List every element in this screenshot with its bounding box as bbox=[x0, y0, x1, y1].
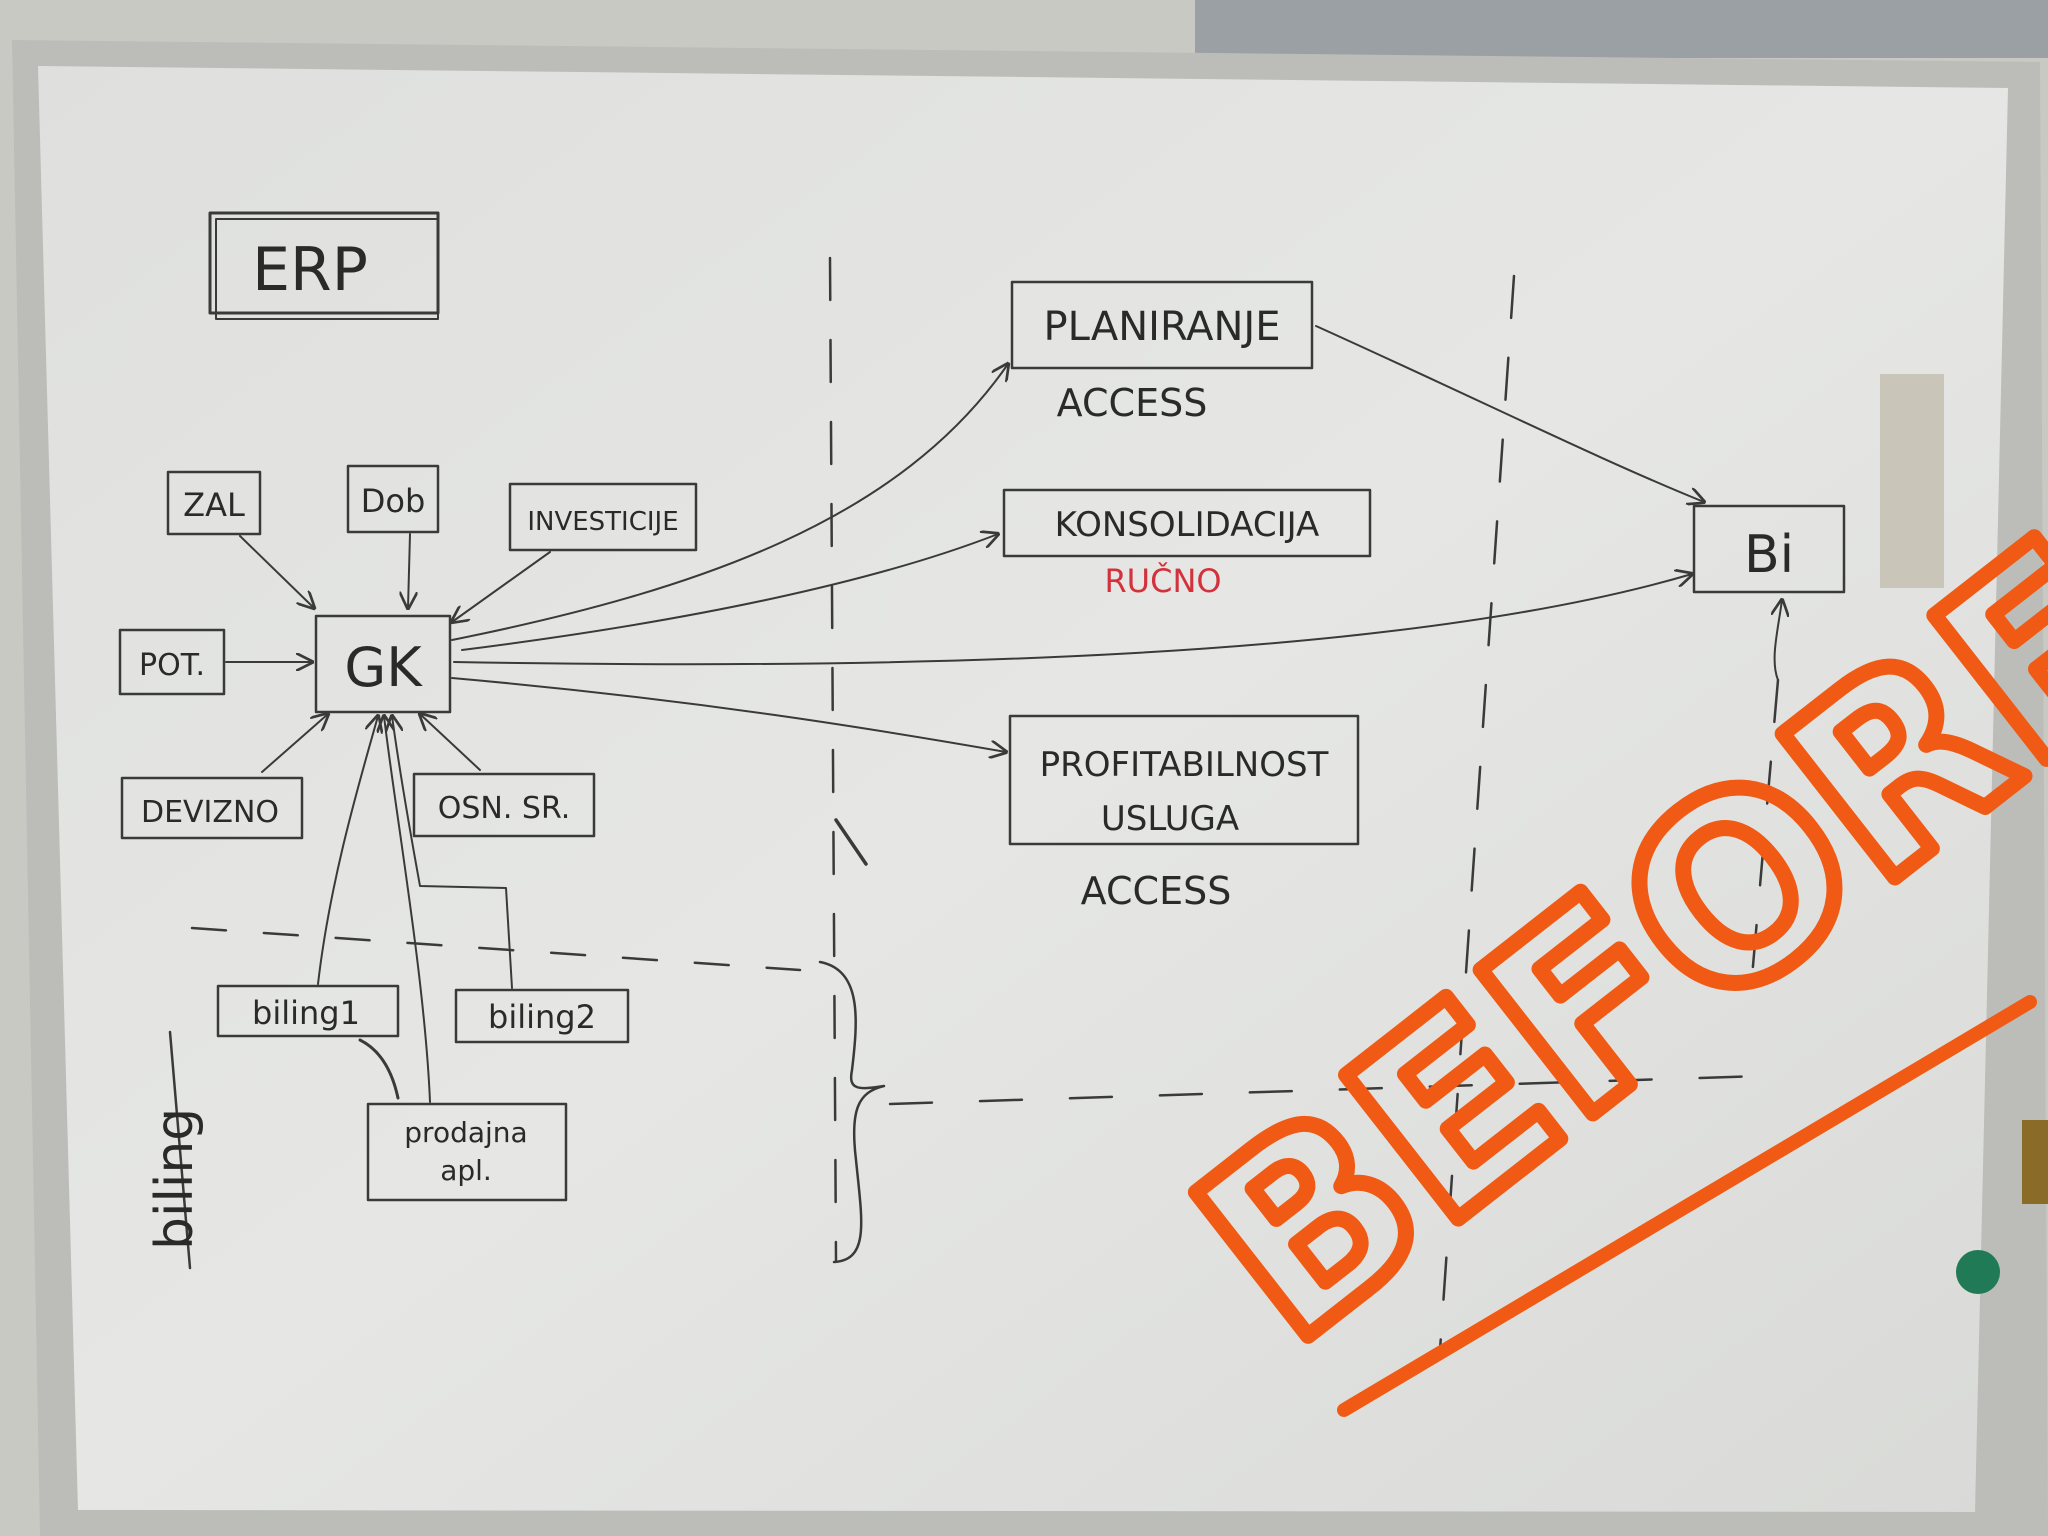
svg-text:PROFITABILNOST: PROFITABILNOST bbox=[1040, 745, 1329, 785]
arrow-dob-gk bbox=[408, 533, 410, 608]
profitabilnost-box: PROFITABILNOST USLUGA bbox=[1008, 714, 1360, 846]
arrow-gk-bi bbox=[453, 574, 1692, 666]
svg-text:ZAL: ZAL bbox=[183, 486, 245, 524]
svg-text:prodajna: prodajna bbox=[404, 1116, 527, 1149]
dashed-horizontal-1 bbox=[190, 926, 802, 972]
konsolidacija-box: KONSOLIDACIJA bbox=[1002, 488, 1372, 558]
curly-brace bbox=[818, 960, 886, 1264]
board-surface bbox=[38, 66, 2008, 1512]
dashed-horizontal-2 bbox=[888, 1074, 1762, 1106]
arrow-gk-konsolidacija bbox=[461, 534, 998, 651]
dashed-divider-3 bbox=[1748, 678, 1780, 1002]
access-label-1: ACCESS bbox=[1057, 381, 1208, 425]
svg-text:USLUGA: USLUGA bbox=[1101, 799, 1239, 839]
arrow-prodajna-gk bbox=[384, 716, 431, 1103]
marker-holder bbox=[2022, 1120, 2048, 1204]
bi-box: Bi bbox=[1692, 504, 1846, 594]
planiranje-box: PLANIRANJE bbox=[1010, 280, 1314, 370]
zal-box: ZAL bbox=[166, 470, 262, 536]
rucno-label: RUČNO bbox=[1104, 561, 1221, 600]
devizno-box: DEVIZNO bbox=[120, 776, 304, 840]
dashed-divider-1 bbox=[828, 256, 838, 1262]
dob-box: Dob bbox=[346, 464, 440, 534]
osn-sr-box: OSN. SR. bbox=[412, 772, 596, 838]
investicije-box: INVESTICIJE bbox=[508, 482, 698, 552]
arrow-osnsr-gk bbox=[420, 714, 481, 771]
svg-text:biling2: biling2 bbox=[488, 998, 596, 1036]
arrow-investicije-gk bbox=[452, 551, 551, 622]
erp-box: ERP bbox=[208, 211, 440, 320]
pot-box: POT. bbox=[118, 628, 226, 696]
biling1-box: biling1 bbox=[216, 984, 400, 1038]
svg-text:PLANIRANJE: PLANIRANJE bbox=[1044, 304, 1281, 350]
magnet bbox=[1956, 1250, 2000, 1294]
arrow-zal-gk bbox=[239, 535, 314, 608]
before-underline bbox=[1337, 995, 2037, 1417]
biling-side-bracket bbox=[168, 1030, 192, 1270]
arrow-gk-planiranje bbox=[451, 364, 1008, 641]
poster-strip bbox=[1195, 0, 2048, 58]
arrow-devizno-gk bbox=[261, 714, 328, 773]
erp-label: ERP bbox=[252, 235, 368, 305]
svg-text:Dob: Dob bbox=[361, 482, 426, 520]
biling-side-label: biling bbox=[145, 1108, 205, 1250]
eraser-blur bbox=[1880, 374, 1944, 588]
link-biling1-prodajna bbox=[358, 1038, 400, 1100]
dashed-divider-2 bbox=[1438, 274, 1516, 1352]
arrow-biling1-gk bbox=[317, 716, 378, 985]
svg-text:INVESTICIJE: INVESTICIJE bbox=[527, 507, 678, 537]
prodajna-apl-box: prodajna apl. bbox=[366, 1102, 568, 1202]
svg-text:KONSOLIDACIJA: KONSOLIDACIJA bbox=[1055, 505, 1320, 545]
arrow-biling2-gk bbox=[392, 716, 513, 989]
svg-text:GK: GK bbox=[344, 636, 423, 699]
stray-mark bbox=[834, 818, 868, 866]
svg-text:DEVIZNO: DEVIZNO bbox=[141, 795, 279, 830]
svg-text:OSN. SR.: OSN. SR. bbox=[438, 791, 571, 826]
svg-text:apl.: apl. bbox=[440, 1154, 492, 1187]
arrow-planiranje-bi bbox=[1315, 325, 1704, 502]
biling2-box: biling2 bbox=[454, 988, 630, 1044]
svg-text:POT.: POT. bbox=[139, 648, 205, 683]
svg-text:Bi: Bi bbox=[1744, 525, 1794, 585]
svg-text:biling1: biling1 bbox=[252, 994, 360, 1032]
arrow-gk-profitabilnost bbox=[451, 677, 1006, 752]
arrow-up-to-bi bbox=[1775, 600, 1782, 681]
access-label-2: ACCESS bbox=[1081, 869, 1232, 913]
